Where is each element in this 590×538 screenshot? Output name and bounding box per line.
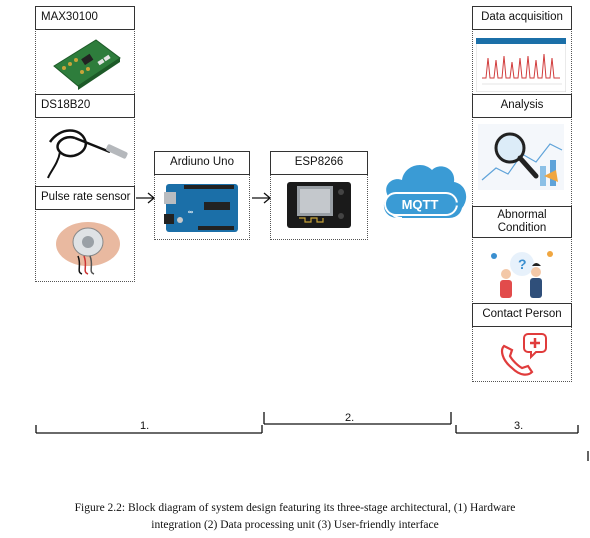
stage-3-bracket	[455, 425, 579, 434]
abnormal-condition-label: Abnormal Condition	[472, 206, 572, 238]
max30100-board-image	[53, 39, 121, 90]
figure-caption-line-1: Figure 2.2: Block diagram of system desi…	[74, 502, 516, 514]
data-acquisition-label: Data acquisition	[472, 6, 572, 30]
figure-caption-line-2: integration (2) Data processing unit (3)…	[151, 519, 439, 531]
stage-3-number: 3.	[514, 420, 524, 432]
arduino-label: Ardiuno Uno	[154, 151, 250, 175]
stage-2-number: 2.	[345, 412, 355, 424]
pulse-sensor-image	[56, 222, 120, 275]
esp-label: ESP8266	[270, 151, 368, 175]
svg-text:∞: ∞	[188, 209, 193, 216]
ds18b20-label: DS18B20	[35, 94, 135, 118]
stage-brackets	[35, 412, 589, 461]
mqtt-text: MQTT	[402, 197, 439, 212]
mqtt-cloud-icon: MQTT	[383, 165, 467, 219]
max30100-label: MAX30100	[35, 6, 135, 30]
analysis-magnifier-image	[478, 124, 564, 190]
analysis-label: Analysis	[472, 94, 572, 118]
abnormal-condition-image: ?	[491, 251, 553, 298]
arduino-board-image: ∞	[164, 184, 238, 232]
stage-1-number: 1.	[140, 420, 150, 432]
pulse-sensor-label: Pulse rate sensor	[35, 186, 135, 210]
data-acquisition-chart-image	[476, 38, 566, 92]
contact-person-label: Contact Person	[472, 303, 572, 327]
esp-board-image	[287, 182, 351, 228]
stage-1-bracket	[35, 425, 263, 434]
svg-text:?: ?	[518, 256, 527, 272]
phone-medical-icon	[501, 333, 547, 376]
ds18b20-probe-image	[47, 129, 128, 179]
stage-2-bracket	[263, 412, 452, 425]
